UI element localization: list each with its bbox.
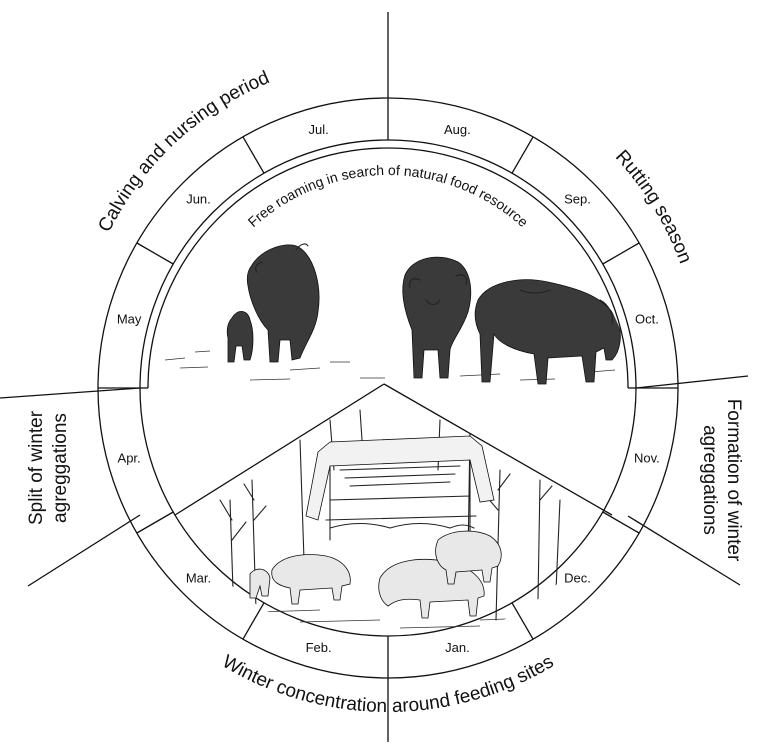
month-label-may: May — [117, 312, 142, 327]
season-divider-lower-right — [627, 515, 741, 586]
month-label-feb: Feb. — [306, 640, 332, 655]
month-label-nov: Nov. — [634, 450, 660, 465]
formation-label-line1: Formation of winter — [723, 399, 744, 562]
month-divider — [242, 136, 265, 174]
month-label-apr: Apr. — [118, 450, 141, 465]
split-of-winter-aggregations-label: Split of winter agreggations — [26, 410, 71, 525]
month-divider — [602, 242, 640, 265]
season-divider-right — [635, 375, 749, 389]
free-roaming-bison-illustration — [164, 243, 621, 385]
calving-season-label: Calving and nursing period — [94, 67, 272, 235]
feeding-hut — [305, 435, 495, 541]
inner-upper-arc — [147, 147, 629, 389]
month-divider — [511, 602, 534, 640]
middle-circle — [139, 139, 637, 637]
bison-herd — [249, 530, 502, 619]
formation-label-line2: agreggations — [699, 425, 720, 535]
split-label-line2: agreggations — [50, 413, 71, 523]
formation-of-winter-aggregations-label: Formation of winter agreggations — [699, 399, 744, 562]
rutting-season-label: Rutting season — [611, 146, 696, 266]
bison-cow-with-calf — [226, 243, 320, 363]
month-label-oct: Oct. — [635, 312, 659, 327]
month-divider — [511, 136, 534, 174]
month-label-jan: Jan. — [445, 640, 470, 655]
season-divider-lower-left — [27, 514, 141, 587]
month-label-sep: Sep. — [564, 192, 591, 207]
month-labels: Jan. Feb. Mar. Apr. May Jun. Jul. Aug. Sep. Oct. N… — [117, 122, 660, 655]
split-label-line1: Split of winter — [26, 410, 47, 525]
winter-feeding-site-illustration — [219, 409, 561, 629]
illustration-wedge-edges — [174, 383, 613, 516]
bison-grazing — [474, 279, 621, 385]
bison-bull-standing — [402, 256, 472, 379]
month-label-dec: Dec. — [564, 571, 591, 586]
month-label-mar: Mar. — [186, 571, 211, 586]
month-divider — [242, 602, 265, 640]
snow-ground-hatching — [259, 609, 531, 629]
season-divider-left — [0, 387, 141, 399]
month-label-jul: Jul. — [308, 122, 328, 137]
month-label-aug: Aug. — [444, 122, 471, 137]
month-label-jun: Jun. — [186, 192, 211, 207]
free-roaming-label: Free roaming in search of natural food r… — [245, 162, 532, 230]
month-divider — [602, 511, 640, 534]
month-divider — [136, 511, 174, 534]
month-divider — [136, 242, 174, 265]
calendar-ring — [0, 12, 749, 742]
